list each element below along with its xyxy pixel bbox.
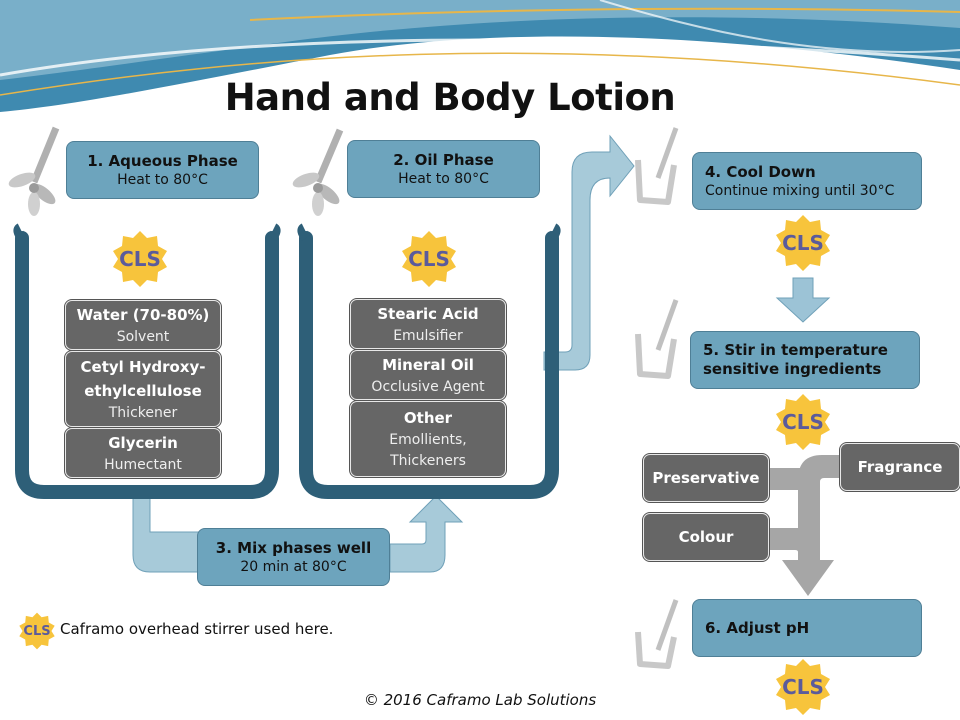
step-4-cool-down: 4. Cool Down Continue mixing until 30°C	[692, 152, 922, 210]
cls-logo-badge: CLS	[774, 658, 832, 716]
ingredient-role: Occlusive Agent	[371, 378, 485, 395]
ingredient-role: Thickener	[108, 404, 178, 421]
flow-arrow-to-mix	[132, 487, 201, 573]
flow-arrow-from-mix	[389, 495, 464, 573]
ingredient-other: Other Emollients, Thickeners	[349, 400, 507, 478]
step-3-mix-phases: 3. Mix phases well 20 min at 80°C	[197, 528, 390, 586]
ingredient-name: Mineral Oil	[382, 355, 474, 374]
propeller-stirrer-icon	[8, 126, 60, 216]
step-heading: 4. Cool Down	[705, 162, 816, 181]
additive-name: Fragrance	[857, 458, 943, 476]
cls-logo-badge: CLS	[111, 230, 169, 288]
ingredient-name-line1: Cetyl Hydroxy-	[80, 357, 206, 376]
step-2-oil-phase: 2. Oil Phase Heat to 80°C	[347, 140, 540, 198]
step-heading: 1. Aqueous Phase	[87, 151, 238, 170]
step-heading-line2: sensitive ingredients	[703, 360, 882, 378]
gray-arrow-colour	[768, 528, 834, 596]
cls-logo-badge: CLS	[774, 393, 832, 451]
cls-logo-badge-legend: CLS	[18, 612, 56, 650]
ingredient-water: Water (70-80%) Solvent	[64, 299, 222, 351]
additive-preservative: Preservative	[642, 453, 770, 503]
ingredient-role: Humectant	[104, 456, 182, 473]
cls-logo-badge: CLS	[774, 214, 832, 272]
ingredient-name: Water (70-80%)	[76, 305, 210, 324]
ingredient-name: Other	[403, 409, 453, 427]
ingredient-role: Solvent	[116, 328, 170, 345]
anchor-stirrer-icon	[635, 127, 679, 205]
ingredient-role-line1: Emollients,	[389, 432, 467, 448]
cls-logo-badge: CLS	[400, 230, 458, 288]
legend-note: Caframo overhead stirrer used here.	[60, 620, 334, 638]
step-5-stir-in: 5. Stir in temperature sensitive ingredi…	[690, 331, 920, 389]
step-subtext: Heat to 80°C	[398, 170, 489, 187]
flow-arrow-to-cooling	[543, 134, 635, 371]
step-heading: 6. Adjust pH	[705, 618, 810, 637]
anchor-stirrer-icon	[635, 299, 679, 379]
aqueous-beaker	[15, 231, 279, 499]
additive-colour: Colour	[642, 512, 770, 562]
ingredient-glycerin: Glycerin Humectant	[64, 427, 222, 479]
down-arrow	[775, 277, 831, 323]
ingredient-name: Glycerin	[108, 433, 178, 452]
step-1-aqueous-phase: 1. Aqueous Phase Heat to 80°C	[66, 141, 259, 199]
step-subtext: Continue mixing until 30°C	[705, 182, 895, 199]
propeller-stirrer-icon	[292, 128, 344, 216]
page-title: Hand and Body Lotion	[224, 76, 676, 119]
ingredient-name-line2: ethylcellulose	[84, 381, 202, 400]
additive-name: Colour	[678, 528, 734, 546]
step-6-adjust-ph: 6. Adjust pH	[692, 599, 922, 657]
ingredient-name: Stearic Acid	[377, 304, 479, 323]
ingredient-mineral-oil: Mineral Oil Occlusive Agent	[349, 349, 507, 401]
additive-fragrance: Fragrance	[839, 442, 960, 492]
step-heading-line1: 5. Stir in temperature	[703, 341, 888, 359]
ingredient-role: Emulsifier	[393, 327, 463, 344]
step-heading: 2. Oil Phase	[393, 150, 494, 169]
ingredient-cetyl-hydroxyethylcellulose: Cetyl Hydroxy- ethylcellulose Thickener	[64, 350, 222, 428]
ingredient-role-line2: Thickeners	[390, 453, 466, 469]
additive-name: Preservative	[652, 469, 760, 487]
step-subtext: Heat to 80°C	[117, 171, 208, 188]
ingredient-stearic-acid: Stearic Acid Emulsifier	[349, 298, 507, 350]
anchor-stirrer-icon	[635, 599, 679, 669]
step-heading: 3. Mix phases well	[215, 538, 372, 557]
step-subtext: 20 min at 80°C	[240, 558, 347, 575]
oil-beaker	[299, 231, 559, 499]
copyright-footer: © 2016 Caframo Lab Solutions	[363, 691, 597, 709]
